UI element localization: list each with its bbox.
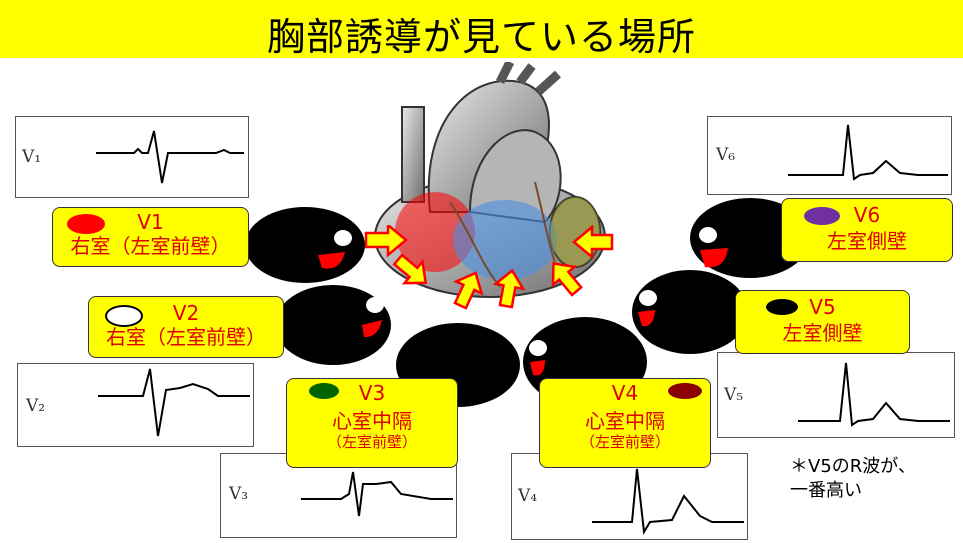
ecg-box-v6: V₆ <box>707 116 952 195</box>
arrow-v5 <box>551 262 583 297</box>
heart-illustration <box>374 62 606 298</box>
ecg-trace-v4 <box>592 468 744 536</box>
arrow-v2 <box>392 253 428 285</box>
lead-region: 左室側壁 <box>782 321 863 345</box>
ecg-trace-v3 <box>301 471 453 517</box>
lead-region: 右室（左室前壁） <box>70 234 231 258</box>
right-ventricle-highlight <box>395 192 475 272</box>
lead-name: V5 <box>809 295 836 319</box>
lead-sub-region: （左室前壁） <box>579 433 670 451</box>
marker-v3 <box>309 383 339 399</box>
ecg-label: V₂ <box>26 396 46 416</box>
arrow-v3 <box>453 271 484 310</box>
aortic-branches <box>495 62 562 96</box>
ecg-trace-v5 <box>798 362 950 427</box>
ecg-box-v2: V₂ <box>17 363 254 447</box>
note-line-2: 一番高い <box>790 480 862 501</box>
marker-v4 <box>668 383 702 399</box>
ecg-label: V₃ <box>229 484 249 504</box>
lead-sub-region: （左室前壁） <box>326 433 417 451</box>
ecg-box-v5: V₅ <box>717 352 955 438</box>
lead-name: V1 <box>137 210 164 234</box>
lead-region: 心室中隔 <box>585 409 665 433</box>
arrow-v1 <box>364 225 408 258</box>
electrode-v5 <box>632 270 748 354</box>
ecg-box-v1: V₁ <box>15 116 249 198</box>
note: ＊V5のR波が、 一番高い <box>790 455 916 503</box>
lead-name: V4 <box>611 381 639 405</box>
arrow-v6 <box>572 225 614 260</box>
ecg-trace-v6 <box>788 124 948 181</box>
lead-box-v2: V2 右室（左室前壁） <box>88 296 284 358</box>
marker-v6 <box>804 207 840 225</box>
lead-box-v4: V4 心室中隔 （左室前壁） <box>539 378 711 468</box>
ecg-label: V₄ <box>518 486 538 506</box>
ecg-label: V₁ <box>22 147 42 167</box>
electrode-v1 <box>245 207 365 283</box>
lead-box-v1: V1 右室（左室前壁） <box>52 207 249 267</box>
arrows-layer <box>364 225 614 310</box>
vena-cava <box>401 106 425 203</box>
lead-region: 右室（左室前壁） <box>106 325 266 349</box>
lead-box-v6: V6 左室側壁 <box>781 198 953 262</box>
ecg-trace-v1 <box>96 130 244 184</box>
arrow-v4 <box>492 268 526 309</box>
lead-name: V6 <box>853 203 881 227</box>
ecg-label: V₆ <box>716 145 736 165</box>
page-title: 胸部誘導が見ている場所 <box>266 15 696 59</box>
ecg-label: V₅ <box>724 385 744 405</box>
pulmonary-artery <box>468 129 562 224</box>
note-line-1: ＊V5のR波が、 <box>790 456 916 477</box>
lead-name: V3 <box>358 381 386 405</box>
septum-highlight <box>453 200 557 280</box>
lead-region: 心室中隔 <box>332 409 412 433</box>
marker-v5 <box>766 299 798 315</box>
marker-v1 <box>67 214 105 234</box>
ecg-trace-v2 <box>98 368 250 437</box>
lead-region: 左室側壁 <box>827 229 907 253</box>
lead-name: V2 <box>172 301 200 325</box>
marker-v2 <box>105 305 143 327</box>
lead-box-v5: V5 左室側壁 <box>735 290 910 354</box>
lead-box-v3: V3 心室中隔 （左室前壁） <box>286 378 458 468</box>
title-bar <box>0 0 963 58</box>
